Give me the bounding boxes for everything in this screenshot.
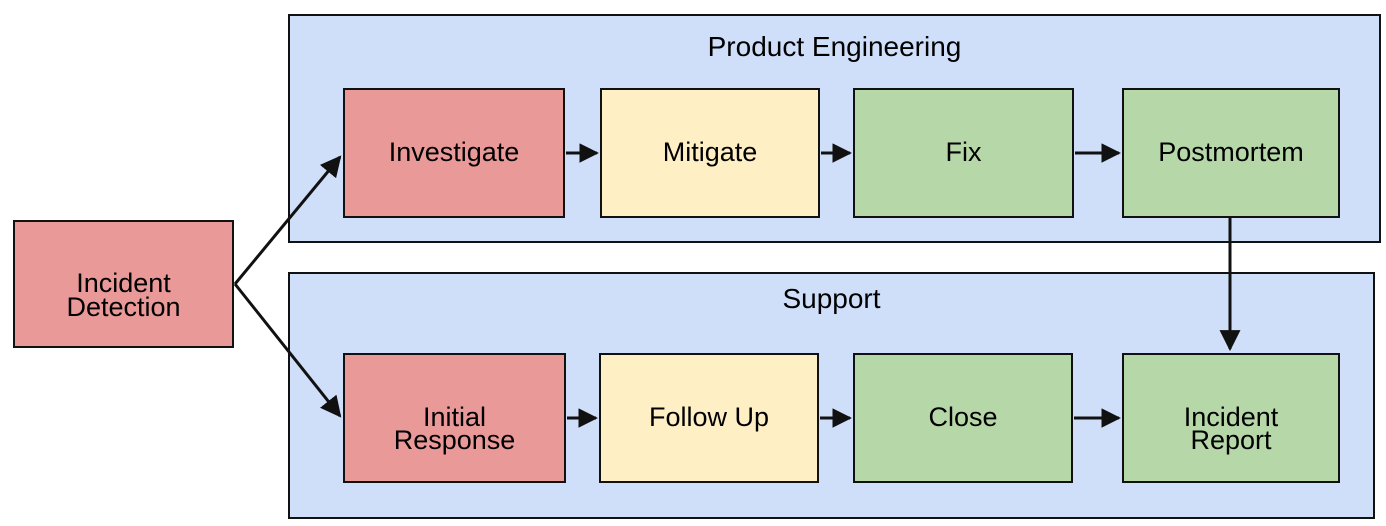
node-label-fix: Fix — [945, 137, 982, 168]
node-label-incident-detection-line2: Detection — [66, 292, 181, 322]
node-follow-up[interactable]: Follow Up — [599, 353, 819, 483]
node-label-incident-report-line2: Report — [1190, 425, 1272, 455]
node-label-initial-response-line2: Response — [393, 425, 516, 455]
node-label-incident-detection-line1: Incident — [76, 268, 171, 299]
node-postmortem[interactable]: Postmortem — [1122, 88, 1340, 218]
node-label-investigate: Investigate — [388, 137, 520, 168]
node-close[interactable]: Close — [853, 353, 1073, 483]
node-label-postmortem: Postmortem — [1158, 137, 1304, 168]
node-label-close: Close — [928, 402, 998, 433]
node-label-incident-report-line1: Incident — [1183, 402, 1279, 433]
node-label-follow-up: Follow Up — [648, 402, 770, 433]
node-fix[interactable]: Fix — [853, 88, 1074, 218]
node-label-initial-response-line1: Initial — [422, 402, 487, 433]
node-mitigate[interactable]: Mitigate — [600, 88, 820, 218]
node-incident-detection[interactable]: Incident — [13, 220, 234, 348]
node-investigate[interactable]: Investigate — [343, 88, 565, 218]
node-label-mitigate: Mitigate — [662, 137, 758, 168]
swimlane-title-support: Support — [782, 283, 881, 314]
node-incident-report[interactable]: Incident — [1122, 353, 1340, 483]
swimlane-title-product-engineering: Product Engineering — [707, 31, 962, 62]
node-initial-response[interactable]: Initial — [343, 353, 566, 483]
